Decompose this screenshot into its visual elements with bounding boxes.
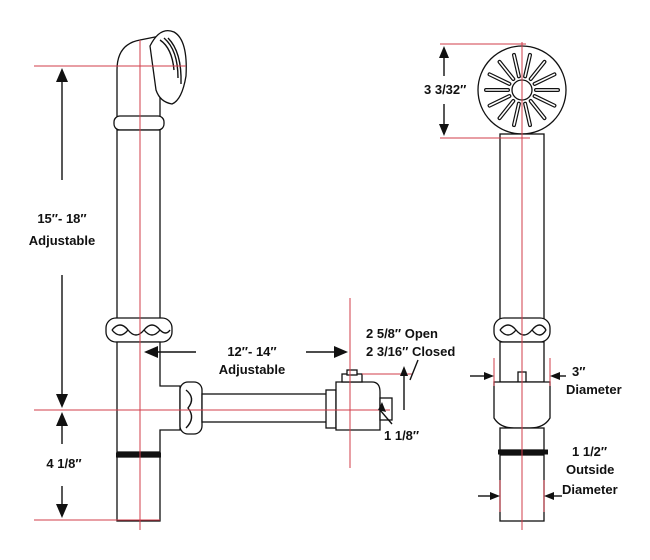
- faceplate-slot-inner: [524, 102, 531, 126]
- plate-diameter-dimension: [439, 46, 449, 136]
- shoe-diameter-dimension: [470, 372, 566, 380]
- faceplate-slot-inner: [533, 95, 556, 107]
- horizontal-length-dimension: [144, 346, 348, 358]
- faceplate-slot-inner: [498, 100, 515, 119]
- plate-diameter-label: 3 3/32″: [424, 82, 466, 97]
- faceplate-slot-inner: [513, 54, 520, 78]
- drain-size-label: 1 1/8″: [384, 428, 419, 443]
- tail-diameter-dimension: [478, 492, 562, 500]
- faceplate-slots: [484, 52, 560, 128]
- faceplate-slot-inner: [513, 102, 520, 126]
- faceplate-slot-inner: [488, 73, 511, 85]
- tee-body: [116, 341, 181, 453]
- riser-height-label: 15″- 18″: [37, 211, 86, 226]
- riser-tube: [116, 129, 161, 321]
- tail-diameter-label: Diameter: [562, 482, 618, 497]
- riser-height-dimension: [56, 68, 68, 408]
- shoe-diameter-label: 3″: [572, 364, 585, 379]
- horizontal-pipe: [201, 393, 329, 423]
- drain-shoe: [335, 381, 381, 431]
- faceplate-slot-inner: [488, 95, 511, 107]
- riser-collar-top: [113, 115, 165, 131]
- faceplate-slot-inner: [529, 100, 546, 119]
- front-view-assembly: 3 3/32″ 3″ Diameter 1 1/2″ Outside Diame…: [424, 42, 622, 530]
- riser-nut: [105, 317, 173, 343]
- overflow-faceplate: [149, 29, 187, 105]
- faceplate-slot-inner: [529, 61, 546, 80]
- tail-outside-label: Outside: [566, 462, 614, 477]
- bottom-height-dimension: [56, 412, 68, 518]
- drain-leader: [379, 409, 393, 425]
- riser-adjustable-label: Adjustable: [29, 233, 95, 248]
- horizontal-adjustable-label: Adjustable: [219, 362, 285, 377]
- overflow-closed-label: 2 3/16″ Closed: [366, 344, 455, 359]
- overflow-riser-assembly: 15″- 18″ Adjustable 4 1/8″ 12″- 14″ Adju…: [29, 29, 455, 530]
- tail-size-label: 1 1/2″: [572, 444, 607, 459]
- bottom-height-label: 4 1/8″: [46, 456, 81, 471]
- left-tailpiece: [116, 456, 161, 522]
- tee-ring: [179, 381, 203, 435]
- faceplate-slot-inner: [498, 61, 515, 80]
- stopper-leader: [409, 359, 419, 381]
- faceplate-slot-inner: [533, 73, 556, 85]
- shoe-diameter-word: Diameter: [566, 382, 622, 397]
- horizontal-length-label: 12″- 14″: [227, 344, 276, 359]
- faceplate-slot-inner: [524, 54, 531, 78]
- shoe-flange: [325, 389, 337, 429]
- overflow-open-label: 2 5/8″ Open: [366, 326, 438, 341]
